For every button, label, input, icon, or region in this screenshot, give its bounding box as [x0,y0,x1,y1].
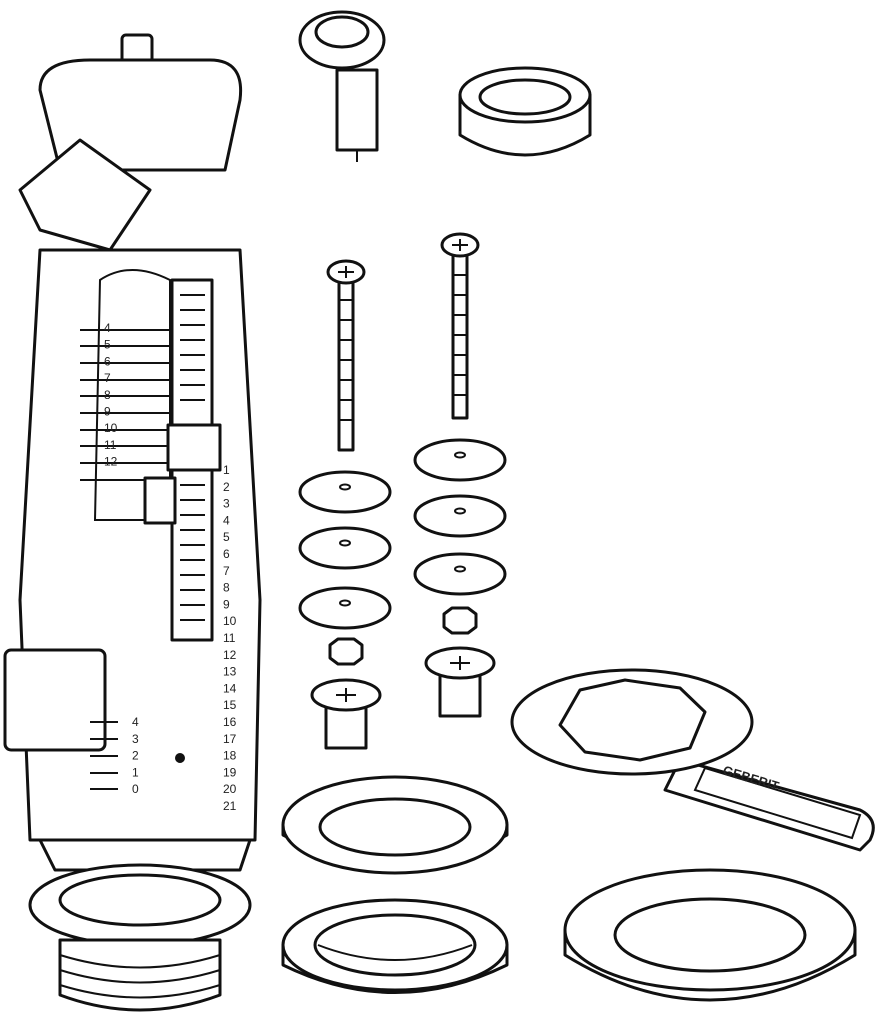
height-scale-label: 10 [223,614,237,628]
height-scale-label: 3 [223,497,230,511]
height-scale-label: 6 [223,547,230,561]
height-scale-label: 12 [223,648,237,662]
push-button [298,10,386,162]
height-scale-label: 21 [223,799,237,813]
float-ribs [80,329,170,481]
rack-clip [166,423,222,472]
float-scale-label: 9 [104,405,111,419]
small-flush-scale-label: 4 [132,715,139,729]
height-scale-label: 18 [223,749,237,763]
large-seal [563,868,857,1002]
height-scale-label: 16 [223,715,237,729]
valve-bottom-collar [38,838,252,872]
height-scale-label: 11 [223,631,236,645]
cap-ring [458,66,592,157]
small-flush-scale-label: 2 [132,749,139,763]
height-scale-label: 7 [223,564,230,578]
float-scale-label: 7 [104,371,111,385]
float-scale-label: 6 [104,354,111,368]
anchor-right [424,646,496,718]
float-scale-label: 11 [104,438,117,452]
height-scale-label: 19 [223,765,237,779]
float-scale-label: 12 [104,455,118,469]
float-scale-label: 10 [104,421,118,435]
float-scale-label: 5 [104,338,111,352]
washers-left [298,470,392,630]
height-scale-label: 17 [223,732,237,746]
small-flush-scale-label: 0 [132,782,139,796]
small-flush-scale-label: 1 [132,765,139,779]
screw-left [326,259,366,452]
valve-lever [18,138,152,252]
screw-right [440,232,480,420]
float-scale-label: 8 [104,388,111,402]
anchor-left [310,678,382,750]
gasket-ring [281,775,509,875]
valve-thread [58,938,222,1012]
flush-valve [3,33,262,1012]
height-scale-label: 1 [223,463,230,477]
small-flush-scale-label: 3 [132,732,139,746]
nut-right [442,606,478,635]
valve-top-cage [38,58,243,172]
height-scale-label: 9 [223,597,230,611]
height-scale-label: 4 [223,513,230,527]
height-scale-label: 8 [223,581,230,595]
body-dot [175,753,185,763]
wrench-tool: GEBERIT [510,668,875,852]
nut-left [328,637,364,666]
small-flush-adjuster [3,648,107,752]
height-scale-label: 5 [223,530,230,544]
rack-latch [143,476,177,525]
height-scale-label: 14 [223,681,237,695]
threaded-nut [281,898,509,994]
height-scale-label: 20 [223,782,237,796]
float-scale-label: 4 [104,321,111,335]
height-scale-label: 2 [223,480,230,494]
height-scale-label: 15 [223,698,237,712]
washers-right [413,438,507,596]
height-scale-label: 13 [223,665,237,679]
